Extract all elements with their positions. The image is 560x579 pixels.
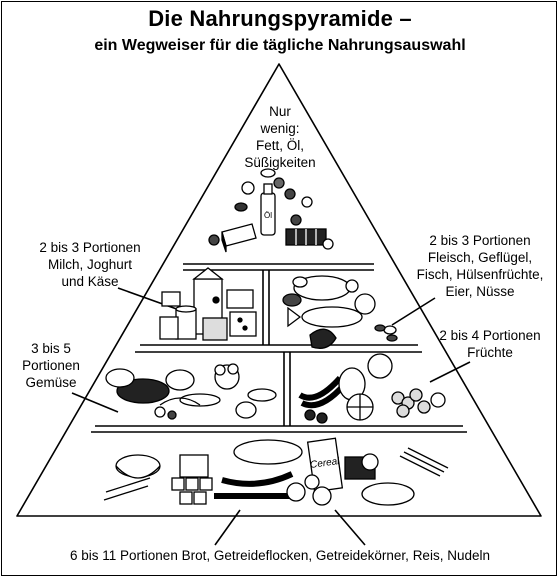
label-line: Eier, Nüsse <box>445 284 515 299</box>
diagram-subtitle: ein Wegweiser für die tägliche Nahrungsa… <box>94 37 466 54</box>
label-line: Gemüse <box>25 375 77 390</box>
protein-illustration <box>282 275 398 349</box>
label-line: Süßigkeiten <box>244 155 316 170</box>
pointer-milk <box>117 287 186 313</box>
label-line: Portionen <box>22 358 80 373</box>
label-grains: 6 bis 11 Portionen Brot, Getreideflocken… <box>10 547 550 564</box>
label-fats-sweets: Nur wenig: Fett, Öl, Süßigkeiten <box>238 103 322 171</box>
label-line: und Käse <box>61 274 119 289</box>
label-vegetables: 3 bis 5 Portionen Gemüse <box>10 340 92 391</box>
diagram-title: Die Nahrungspyramide – <box>148 6 412 31</box>
label-line: 2 bis 4 Portionen <box>439 328 541 343</box>
label-line: 2 bis 3 Portionen <box>429 233 531 248</box>
vegetable-illustration <box>105 363 277 420</box>
pointer-grain-left <box>214 509 241 546</box>
label-dairy: 2 bis 3 Portionen Milch, Joghurt und Käs… <box>20 239 160 290</box>
pointer-veg <box>71 392 119 413</box>
pointer-meat <box>391 297 436 326</box>
pointer-grain-right <box>334 509 366 546</box>
label-line: 3 bis 5 <box>31 341 71 356</box>
fruit-illustration <box>298 353 446 424</box>
label-line: 2 bis 3 Portionen <box>39 240 141 255</box>
pointer-fruit <box>429 361 471 383</box>
label-line: wenig: <box>260 121 300 136</box>
pyramid-outline <box>16 63 542 517</box>
label-protein: 2 bis 3 Portionen Fleisch, Geflügel, Fis… <box>405 232 555 300</box>
fats-sweets-illustration: Öl <box>208 168 334 253</box>
label-fruit: 2 bis 4 Portionen Früchte <box>430 327 550 361</box>
label-line: Fisch, Hülsenfrüchte, <box>416 267 544 282</box>
oil-bottle-label: Öl <box>264 211 272 220</box>
label-line: Früchte <box>467 345 513 360</box>
label-line: 6 bis 11 Portionen Brot, Getreideflocken… <box>70 548 490 563</box>
dairy-illustration <box>159 267 257 341</box>
cereal-box-label: Cereal <box>309 456 340 471</box>
label-line: Fett, Öl, <box>255 138 304 153</box>
label-line: Fleisch, Geflügel, <box>427 250 533 265</box>
label-line: Nur <box>269 104 291 119</box>
label-line: Milch, Joghurt <box>47 257 133 272</box>
grain-illustration: Cereal <box>103 437 449 506</box>
